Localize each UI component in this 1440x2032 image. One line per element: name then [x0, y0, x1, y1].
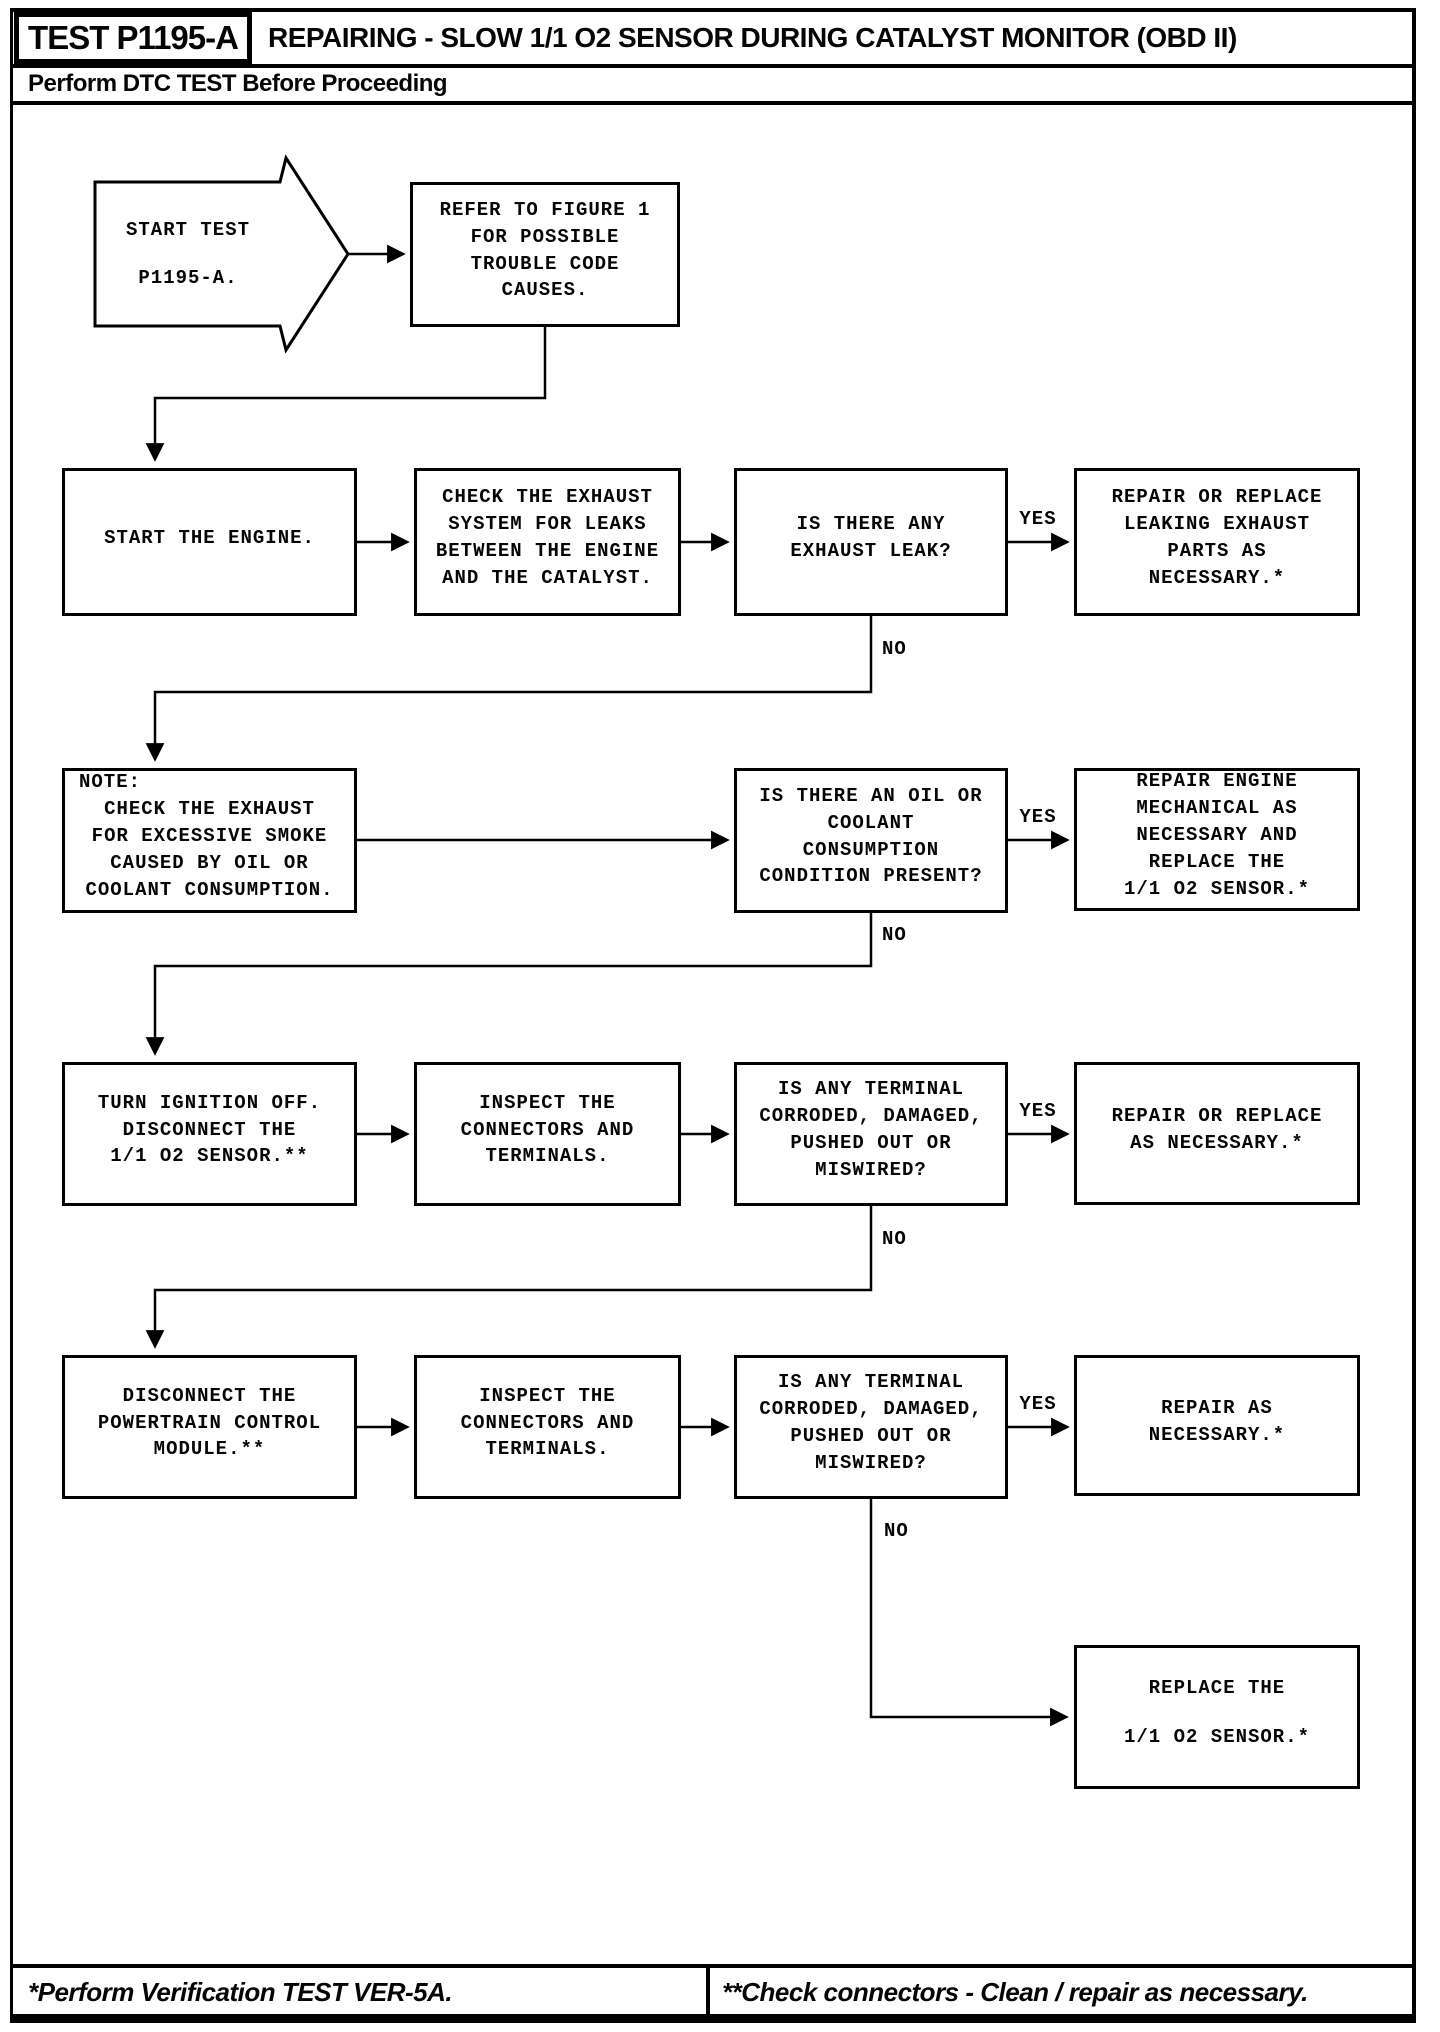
yes-label: YES: [1019, 1393, 1057, 1415]
page-subtitle: Perform DTC TEST Before Proceeding: [28, 70, 448, 97]
check-exhaust-node: CHECK THE EXHAUST SYSTEM FOR LEAKS BETWE…: [414, 468, 681, 616]
no-label: NO: [882, 638, 907, 660]
footer-divider: [706, 1964, 710, 2014]
yes-label: YES: [1019, 806, 1057, 828]
repair-as-necessary-node: REPAIR AS NECESSARY.*: [1074, 1355, 1360, 1496]
repair-or-replace-node: REPAIR OR REPLACE AS NECESSARY.*: [1074, 1062, 1360, 1205]
note-label: NOTE:: [79, 771, 142, 794]
test-id-box: TEST P1195-A: [14, 12, 252, 64]
terminal-decision-2: IS ANY TERMINAL CORRODED, DAMAGED, PUSHE…: [734, 1355, 1008, 1499]
connector-line: [145, 913, 873, 1056]
connector-line: [145, 616, 873, 762]
note-body: CHECK THE EXHAUST FOR EXCESSIVE SMOKE CA…: [85, 798, 334, 901]
exhaust-leak-decision: IS THERE ANY EXHAUST LEAK?: [734, 468, 1008, 616]
footer-left-note: *Perform Verification TEST VER-5A.: [28, 1977, 453, 2007]
replace-sensor-node: REPLACE THE 1/1 O2 SENSOR.*: [1074, 1645, 1360, 1789]
header-rule-2: [10, 101, 1416, 105]
connector-line: [145, 1206, 873, 1349]
yes-label: YES: [1019, 508, 1057, 530]
connector-line: [145, 327, 547, 462]
oil-coolant-decision: IS THERE AN OIL OR COOLANT CONSUMPTION C…: [734, 768, 1008, 913]
start-engine-node: START THE ENGINE.: [62, 468, 357, 616]
footer-right-note: **Check connectors - Clean / repair as n…: [722, 1977, 1308, 2007]
page-border-bottom: [10, 2014, 1416, 2023]
test-id-label: TEST P1195-A: [28, 19, 239, 56]
page-border-left: [10, 8, 13, 2023]
no-label: NO: [884, 1520, 909, 1542]
page-title: REPAIRING - SLOW 1/1 O2 SENSOR DURING CA…: [268, 22, 1237, 53]
page-border-right: [1412, 8, 1416, 2023]
start-node: START TEST P1195-A.: [125, 218, 251, 289]
terminal-decision-1: IS ANY TERMINAL CORRODED, DAMAGED, PUSHE…: [734, 1062, 1008, 1206]
no-label: NO: [882, 924, 907, 946]
inspect-connectors-node-1: INSPECT THE CONNECTORS AND TERMINALS.: [414, 1062, 681, 1206]
inspect-connectors-node-2: INSPECT THE CONNECTORS AND TERMINALS.: [414, 1355, 681, 1499]
no-label: NO: [882, 1228, 907, 1250]
repair-engine-node: REPAIR ENGINE MECHANICAL AS NECESSARY AN…: [1074, 768, 1360, 911]
connector-line: [869, 1499, 1069, 1727]
note-node: NOTE: CHECK THE EXHAUST FOR EXCESSIVE SM…: [62, 768, 357, 913]
footer-rule: [10, 1964, 1416, 1968]
header-rule-1: [10, 64, 1416, 68]
page-border-top: [10, 8, 1415, 12]
turn-ignition-node: TURN IGNITION OFF. DISCONNECT THE 1/1 O2…: [62, 1062, 357, 1206]
refer-figure-node: REFER TO FIGURE 1 FOR POSSIBLE TROUBLE C…: [410, 182, 680, 327]
disconnect-pcm-node: DISCONNECT THE POWERTRAIN CONTROL MODULE…: [62, 1355, 357, 1499]
repair-exhaust-parts-node: REPAIR OR REPLACE LEAKING EXHAUST PARTS …: [1074, 468, 1360, 616]
start-node-shape: [93, 154, 350, 354]
yes-label: YES: [1019, 1100, 1057, 1122]
